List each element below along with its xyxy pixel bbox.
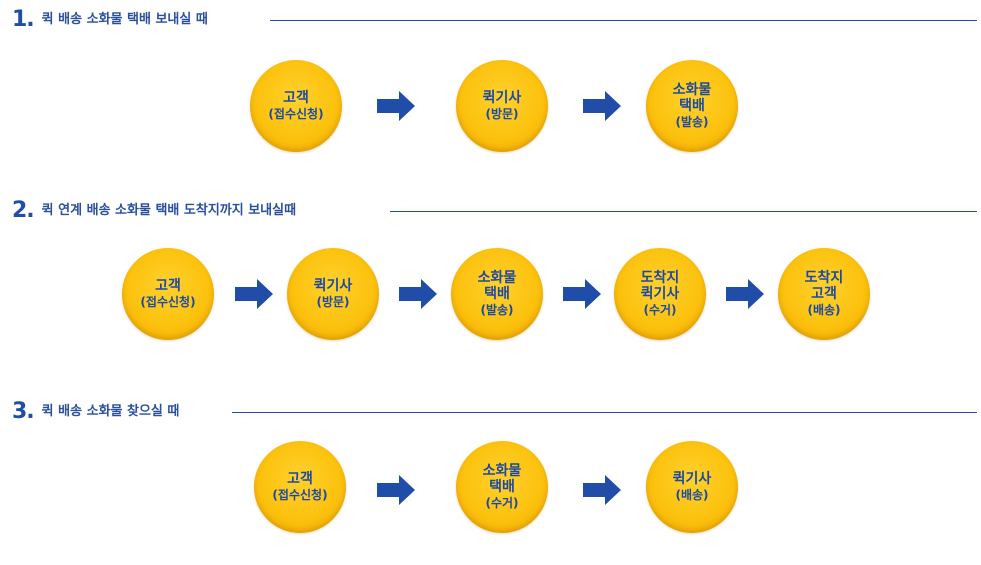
node-sublabel: (수거) (643, 302, 677, 317)
section-3-node-1: 고객 (접수신청) (254, 441, 346, 533)
node-label: 소화물 (477, 269, 517, 286)
section-3-number: 3. (12, 399, 35, 424)
section-1-number: 1. (12, 7, 35, 32)
section-3-flow: 고객 (접수신청) 소화물 택배 (수거) 퀵기사 (배송) (0, 441, 981, 541)
section-3: 3. 퀵 배송 소화물 찾으실 때 고객 (접수신청) 소화물 택배 (수거) … (0, 400, 981, 550)
node-label: 도착지 (640, 269, 680, 286)
section-2-number: 2. (12, 198, 35, 223)
section-2-node-2: 퀵기사 (방문) (287, 248, 379, 340)
section-1: 1. 퀵 배송 소화물 택배 보내실 때 고객 (접수신청) 퀵기사 (방문) … (0, 8, 981, 158)
right-arrow-icon (583, 475, 621, 505)
node-sublabel: (발송) (480, 302, 514, 317)
node-label: 퀵기사 (672, 470, 712, 487)
node-sublabel: (배송) (807, 302, 841, 317)
node-label: 퀵기사 (640, 285, 680, 302)
section-1-title: 퀵 배송 소화물 택배 보내실 때 (41, 12, 208, 27)
node-sublabel: (방문) (485, 106, 519, 121)
section-3-divider (232, 412, 977, 413)
section-2-flow: 고객 (접수신청) 퀵기사 (방문) 소화물 택배 (발송) 도착지 퀵기사 (… (0, 248, 981, 348)
node-label: 소화물 (672, 81, 712, 98)
section-2-node-1: 고객 (접수신청) (122, 248, 214, 340)
node-label: 택배 (489, 478, 515, 495)
section-2: 2. 퀵 연계 배송 소화물 택배 도착지까지 보내실때 고객 (접수신청) 퀵… (0, 199, 981, 349)
section-2-divider (390, 211, 977, 212)
section-1-node-3: 소화물 택배 (발송) (646, 60, 738, 152)
node-label: 고객 (155, 277, 181, 294)
section-1-header: 1. 퀵 배송 소화물 택배 보내실 때 (12, 8, 208, 32)
section-3-node-2: 소화물 택배 (수거) (456, 441, 548, 533)
right-arrow-icon (377, 475, 415, 505)
node-label: 퀵기사 (482, 89, 522, 106)
node-label: 소화물 (482, 462, 522, 479)
node-label: 택배 (484, 285, 510, 302)
node-label: 고객 (287, 470, 313, 487)
section-2-node-5: 도착지 고객 (배송) (778, 248, 870, 340)
right-arrow-icon (399, 279, 437, 309)
node-sublabel: (수거) (485, 495, 519, 510)
section-3-header: 3. 퀵 배송 소화물 찾으실 때 (12, 400, 179, 424)
node-label: 고객 (283, 89, 309, 106)
right-arrow-icon (563, 279, 601, 309)
section-3-node-3: 퀵기사 (배송) (646, 441, 738, 533)
node-sublabel: (방문) (316, 294, 350, 309)
node-sublabel: (접수신청) (272, 487, 328, 502)
section-2-title: 퀵 연계 배송 소화물 택배 도착지까지 보내실때 (41, 203, 297, 218)
node-sublabel: (발송) (675, 114, 709, 129)
node-sublabel: (배송) (675, 487, 709, 502)
right-arrow-icon (377, 91, 415, 121)
node-sublabel: (접수신청) (140, 294, 196, 309)
section-3-title: 퀵 배송 소화물 찾으실 때 (41, 404, 180, 419)
section-1-node-2: 퀵기사 (방문) (456, 60, 548, 152)
node-sublabel: (접수신청) (268, 106, 324, 121)
node-label: 도착지 (804, 269, 844, 286)
node-label: 택배 (679, 97, 705, 114)
section-2-header: 2. 퀵 연계 배송 소화물 택배 도착지까지 보내실때 (12, 199, 296, 223)
section-1-divider (270, 20, 977, 21)
section-1-flow: 고객 (접수신청) 퀵기사 (방문) 소화물 택배 (발송) (0, 60, 981, 160)
right-arrow-icon (235, 279, 273, 309)
node-label: 고객 (811, 285, 837, 302)
right-arrow-icon (583, 91, 621, 121)
section-1-node-1: 고객 (접수신청) (250, 60, 342, 152)
node-label: 퀵기사 (313, 277, 353, 294)
section-2-node-4: 도착지 퀵기사 (수거) (614, 248, 706, 340)
section-2-node-3: 소화물 택배 (발송) (451, 248, 543, 340)
right-arrow-icon (726, 279, 764, 309)
